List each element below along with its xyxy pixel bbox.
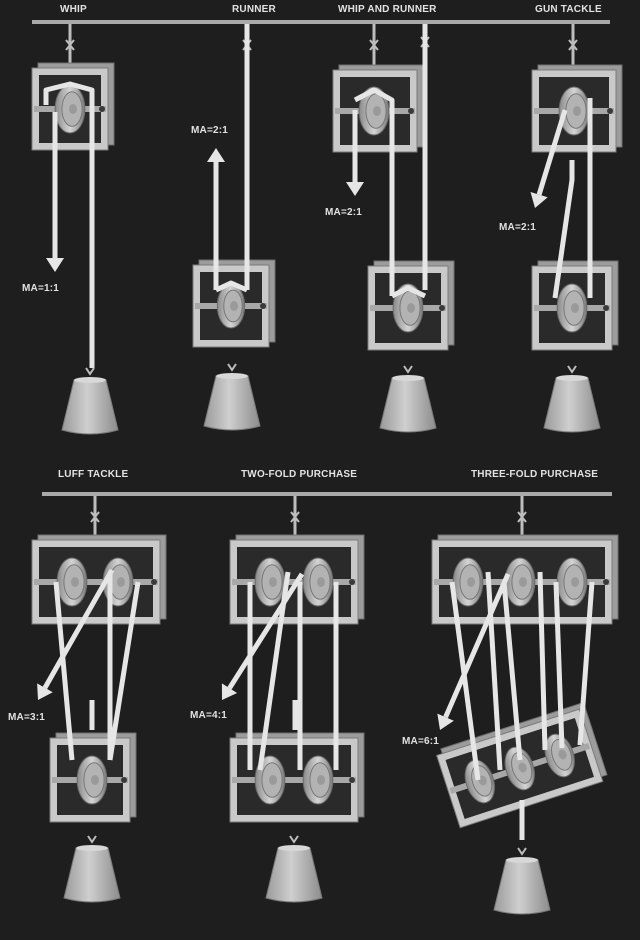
three-fold-rope-d (537, 571, 548, 751)
two-fold-upper-hook (290, 496, 300, 538)
two-fold-title: TWO-FOLD PURCHASE (241, 469, 358, 480)
three-fold-rope-b (485, 571, 503, 771)
whip-and-runner-lower-block (367, 260, 455, 351)
gun-tackle-upper-hook (568, 24, 578, 66)
whip-and-runner-upper-hook (369, 24, 379, 66)
whip-rope (43, 81, 95, 368)
whip-hook (65, 24, 75, 66)
whip-and-runner-title: WHIP AND RUNNER (338, 4, 437, 15)
luff-tackle-title: LUFF TACKLE (58, 469, 129, 480)
whip-and-runner-rope (353, 87, 395, 296)
three-fold-title: THREE-FOLD PURCHASE (471, 469, 599, 480)
gun-tackle-rope-middle (552, 170, 575, 299)
top-overhead-beam (32, 20, 610, 24)
three-fold-rope-a (449, 581, 481, 781)
gun-tackle-weight (543, 365, 601, 433)
two-fold-pull-arrow (221, 572, 305, 700)
three-fold-lower-block (436, 701, 608, 829)
three-fold-rope-c (501, 581, 523, 761)
whip-and-runner-ma-label: MA=2:1 (325, 207, 363, 218)
gun-tackle-title: GUN TACKLE (535, 4, 602, 15)
two-fold-ma-label: MA=4:1 (190, 710, 228, 721)
gun-tackle-pull-arrow (530, 109, 568, 208)
gun-tackle-ma-label: MA=2:1 (499, 222, 537, 233)
luff-tackle-rope-a (53, 581, 75, 761)
luff-tackle-upper-hook (90, 496, 100, 538)
luff-tackle-rope-c (107, 581, 141, 761)
three-fold-rope-e (553, 581, 565, 749)
whip-ma-label: MA=1:1 (22, 283, 60, 294)
whip-block (31, 62, 115, 151)
whip-pull-arrow (46, 112, 64, 272)
three-fold-weight (493, 847, 551, 915)
runner-ma-label: MA=2:1 (191, 125, 229, 136)
whip-and-runner-upper-block (332, 64, 424, 153)
gun-tackle-lower-block (531, 260, 619, 351)
runner-title: RUNNER (232, 4, 276, 15)
whip-weight (61, 367, 119, 435)
whip-and-runner-weight (379, 365, 437, 433)
three-fold-rope-f (577, 581, 595, 746)
luff-tackle-pull-arrow (37, 568, 115, 700)
three-fold-upper-hook (517, 496, 527, 538)
three-fold-pull-arrow (437, 573, 511, 730)
runner-block (192, 259, 276, 348)
luff-tackle-ma-label: MA=3:1 (8, 712, 46, 723)
two-fold-weight (265, 835, 323, 903)
whip-and-runner-pull-arrow (346, 110, 364, 196)
whip-and-runner-rope-loop (390, 285, 427, 299)
gun-tackle-upper-block (531, 64, 623, 153)
bottom-overhead-beam (42, 492, 612, 496)
runner-pull-arrow (207, 148, 225, 290)
runner-weight (203, 363, 261, 431)
runner-rope-loop (214, 280, 249, 293)
luff-tackle-weight (63, 835, 121, 903)
luff-tackle-upper-block (31, 534, 167, 625)
three-fold-ma-label: MA=6:1 (402, 736, 440, 747)
three-fold-upper-block (431, 534, 619, 625)
whip-title: WHIP (60, 4, 87, 15)
luff-tackle-lower-block (49, 732, 137, 823)
two-fold-lower-block (229, 732, 365, 823)
